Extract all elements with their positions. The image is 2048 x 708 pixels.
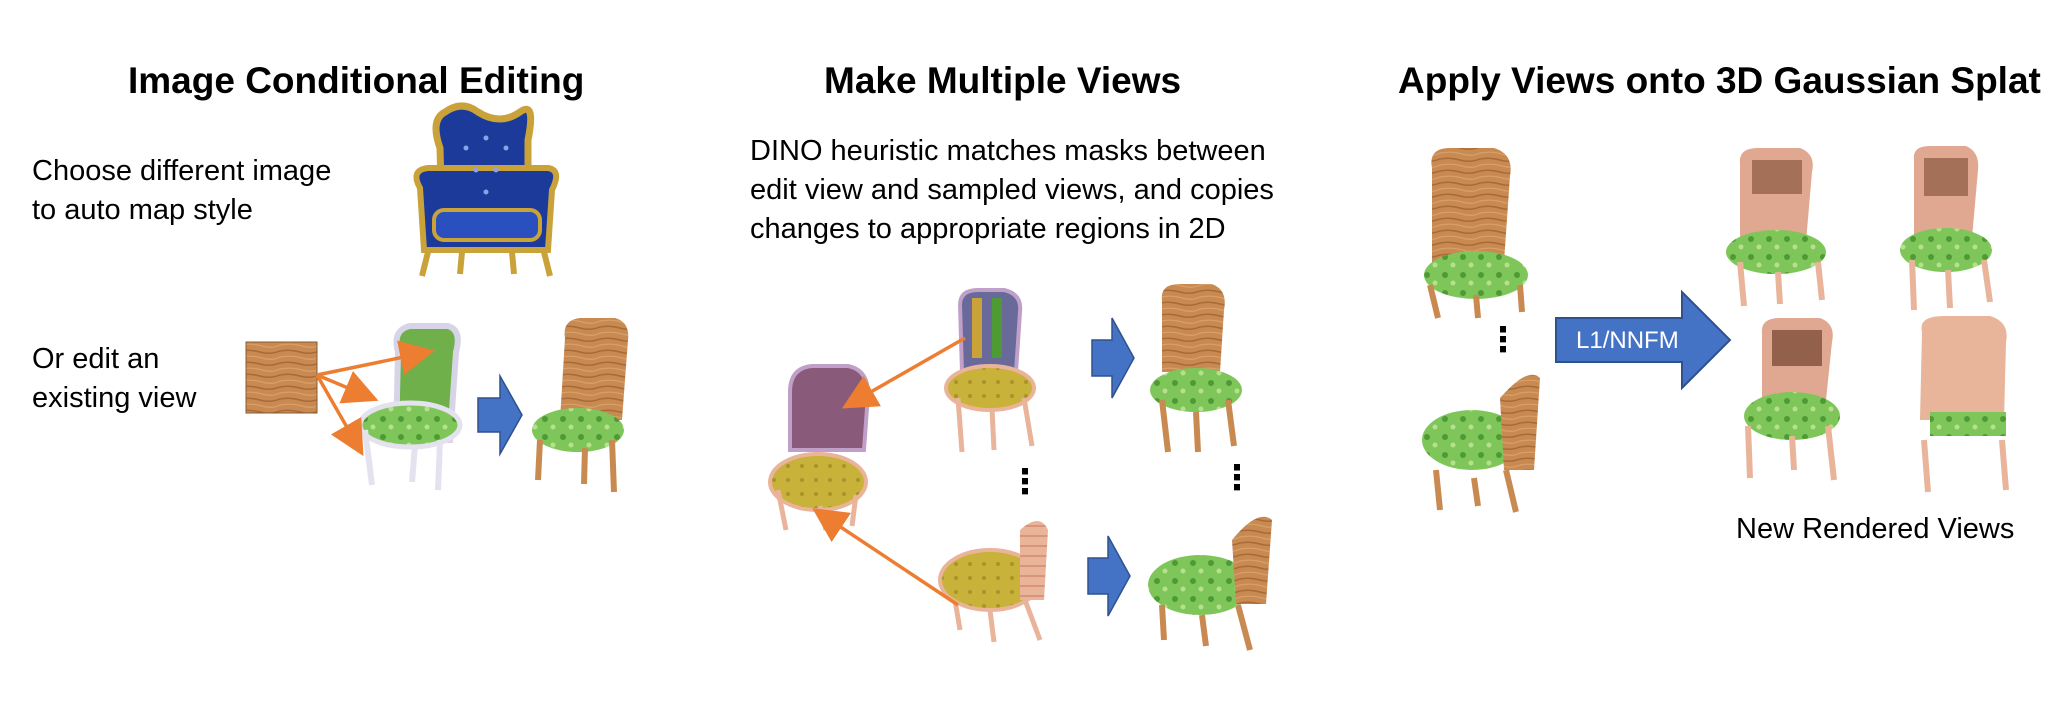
l1-nnfm-arrow: L1/NNFM bbox=[1555, 289, 1732, 391]
title-make-multiple-views: Make Multiple Views bbox=[824, 60, 1182, 101]
orange-arrows-swatch bbox=[315, 340, 435, 457]
blue-arrow-2 bbox=[1091, 317, 1135, 399]
rendered-view-3 bbox=[1744, 318, 1840, 481]
text-new-rendered-views: New Rendered Views bbox=[1736, 513, 2015, 545]
blue-arrow-1 bbox=[477, 373, 523, 457]
segmented-view-bottom bbox=[938, 521, 1048, 643]
original-chair-view bbox=[357, 323, 463, 491]
segmented-view-top bbox=[944, 288, 1036, 453]
edited-view-bottom bbox=[1148, 516, 1272, 651]
edited-view-top bbox=[1150, 284, 1242, 453]
throne-image bbox=[413, 102, 560, 277]
text-dino-heuristic: DINO heuristic matches masks between edi… bbox=[750, 135, 1274, 245]
blue-arrow-3 bbox=[1087, 535, 1131, 617]
input-view-bottom bbox=[1422, 374, 1540, 513]
wood-swatch bbox=[245, 341, 318, 414]
orange-arrows-match bbox=[812, 336, 966, 607]
ellipsis-3: ⋮ bbox=[1486, 321, 1520, 359]
edited-chair-view bbox=[532, 318, 629, 493]
rendered-view-1 bbox=[1726, 148, 1826, 307]
input-view-top bbox=[1424, 148, 1528, 319]
l1-nnfm-label: L1/NNFM bbox=[1576, 327, 1679, 354]
title-image-conditional-editing: Image Conditional Editing bbox=[128, 60, 585, 101]
ellipsis-2: ⋮ bbox=[1220, 459, 1254, 497]
segmented-source-chair bbox=[768, 364, 871, 531]
title-apply-views: Apply Views onto 3D Gaussian Splat bbox=[1398, 60, 2041, 101]
ellipsis-1: ⋮ bbox=[1008, 463, 1042, 501]
text-choose-image: Choose different image to auto map style bbox=[32, 155, 332, 226]
rendered-view-2 bbox=[1900, 146, 1993, 311]
text-edit-existing: Or edit an existing view bbox=[32, 343, 197, 414]
rendered-view-4 bbox=[1920, 316, 2009, 493]
